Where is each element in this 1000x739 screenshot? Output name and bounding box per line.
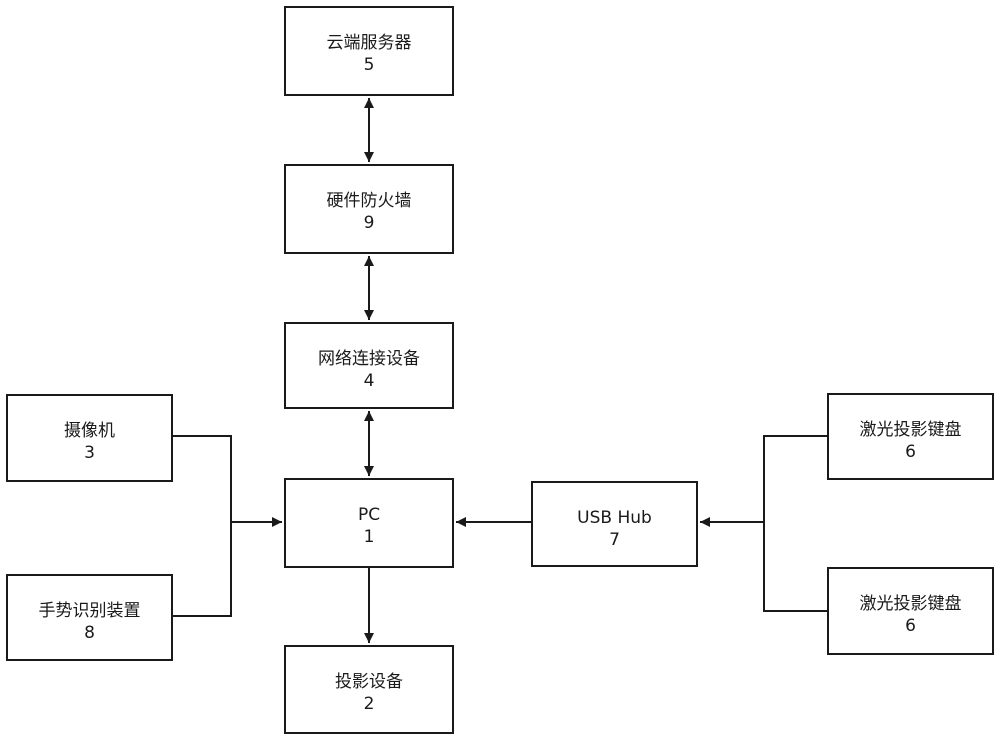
node-projector: 投影设备 2: [284, 645, 454, 734]
node-label: 摄像机: [64, 421, 115, 441]
node-label: 激光投影键盘: [859, 594, 962, 614]
node-number: 3: [84, 443, 95, 463]
node-label: 云端服务器: [326, 33, 412, 53]
node-number: 2: [363, 694, 375, 714]
node-usb-hub: USB Hub 7: [531, 481, 698, 567]
node-label: USB Hub: [577, 508, 652, 528]
node-cloud-server: 云端服务器 5: [284, 6, 454, 96]
node-number: 8: [84, 623, 95, 643]
node-label: 手势识别装置: [38, 601, 141, 621]
node-number: 5: [363, 55, 375, 75]
node-number: 1: [363, 527, 375, 547]
node-firewall: 硬件防火墙 9: [284, 164, 454, 254]
node-network-device: 网络连接设备 4: [284, 322, 454, 409]
edge-keyboard-bottom-usb: [763, 522, 827, 612]
node-camera: 摄像机 3: [6, 394, 173, 482]
node-number: 9: [363, 213, 375, 233]
edge-gesture-pc: [173, 522, 232, 617]
node-label: 投影设备: [335, 672, 403, 692]
edge-keyboard-top-usb: [763, 435, 827, 522]
node-number: 4: [363, 371, 375, 391]
node-number: 6: [905, 442, 916, 462]
node-pc: PC 1: [284, 478, 454, 568]
edge-camera-pc: [173, 435, 232, 522]
node-number: 7: [609, 530, 620, 550]
node-label: 硬件防火墙: [326, 191, 412, 211]
node-gesture-device: 手势识别装置 8: [6, 574, 173, 661]
node-label: 网络连接设备: [318, 349, 420, 369]
node-label: PC: [357, 505, 381, 525]
node-laser-keyboard-bottom: 激光投影键盘 6: [827, 567, 994, 655]
node-laser-keyboard-top: 激光投影键盘 6: [827, 393, 994, 480]
node-number: 6: [905, 616, 916, 636]
node-label: 激光投影键盘: [859, 420, 962, 440]
